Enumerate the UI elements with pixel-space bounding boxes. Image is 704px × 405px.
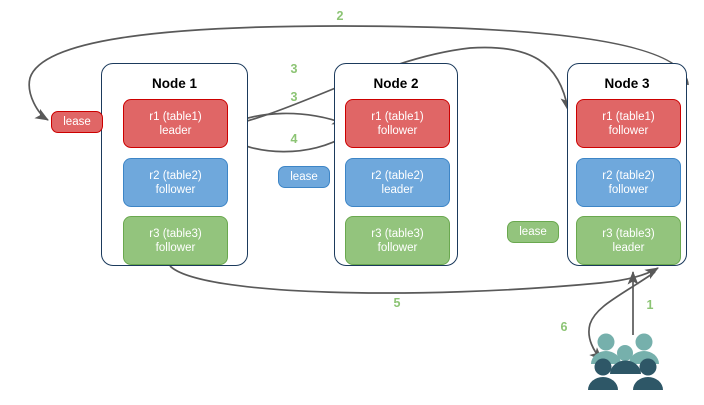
arrow-step-6 [588,271,656,361]
replica-name: r2 (table2) [602,169,655,182]
replica-node3-r2[interactable]: r2 (table2) follower [576,158,681,207]
replica-role: follower [155,183,196,196]
replica-node1-r1[interactable]: r1 (table1) leader [123,99,228,148]
lease-label: lease [290,171,318,183]
replica-name: r1 (table1) [149,110,202,123]
replica-role: leader [159,124,192,137]
replica-node2-r2[interactable]: r2 (table2) leader [345,158,450,207]
node-box-3[interactable]: Node 3 r1 (table1) follower r2 (table2) … [567,63,687,266]
replica-node1-r3[interactable]: r3 (table3) follower [123,216,228,265]
lease-badge-red[interactable]: lease [51,111,103,133]
replica-node2-r1[interactable]: r1 (table1) follower [345,99,450,148]
replica-role: follower [377,124,418,137]
replica-node3-r1[interactable]: r1 (table1) follower [576,99,681,148]
lease-label: lease [63,116,91,128]
node-box-1[interactable]: Node 1 r1 (table1) leader r2 (table2) fo… [101,63,248,266]
replica-name: r3 (table3) [149,227,202,240]
replica-node2-r3[interactable]: r3 (table3) follower [345,216,450,265]
step-label-2: 2 [336,9,344,23]
lease-label: lease [519,226,547,238]
replica-name: r1 (table1) [371,110,424,123]
replica-role: follower [155,241,196,254]
replica-role: follower [608,183,649,196]
step-label-3b: 3 [290,90,298,104]
replica-name: r3 (table3) [602,227,655,240]
node-title: Node 2 [373,76,419,91]
replica-name: r3 (table3) [371,227,424,240]
replica-node3-r3[interactable]: r3 (table3) leader [576,216,681,265]
step-label-5: 5 [393,296,401,310]
arrow-step-3-to-node3 [218,46,572,129]
lease-badge-blue[interactable]: lease [278,166,330,188]
replica-name: r1 (table1) [602,110,655,123]
step-label-4: 4 [290,132,298,146]
replica-role: follower [377,241,418,254]
arrow-step-2 [28,25,689,121]
replica-name: r2 (table2) [149,169,202,182]
step-label-6: 6 [560,320,568,334]
lease-badge-green[interactable]: lease [507,221,559,243]
step-label-3a: 3 [290,62,298,76]
replica-node1-r2[interactable]: r2 (table2) follower [123,158,228,207]
replica-role: follower [608,124,649,137]
node-title: Node 3 [604,76,650,91]
node-box-2[interactable]: Node 2 r1 (table1) follower r2 (table2) … [334,63,458,266]
replica-name: r2 (table2) [371,169,424,182]
arrow-step-5 [169,265,659,294]
replica-role: leader [381,183,414,196]
step-label-1: 1 [646,298,654,312]
replica-role: leader [612,241,645,254]
people-group-icon [588,333,663,390]
node-title: Node 1 [151,76,197,91]
